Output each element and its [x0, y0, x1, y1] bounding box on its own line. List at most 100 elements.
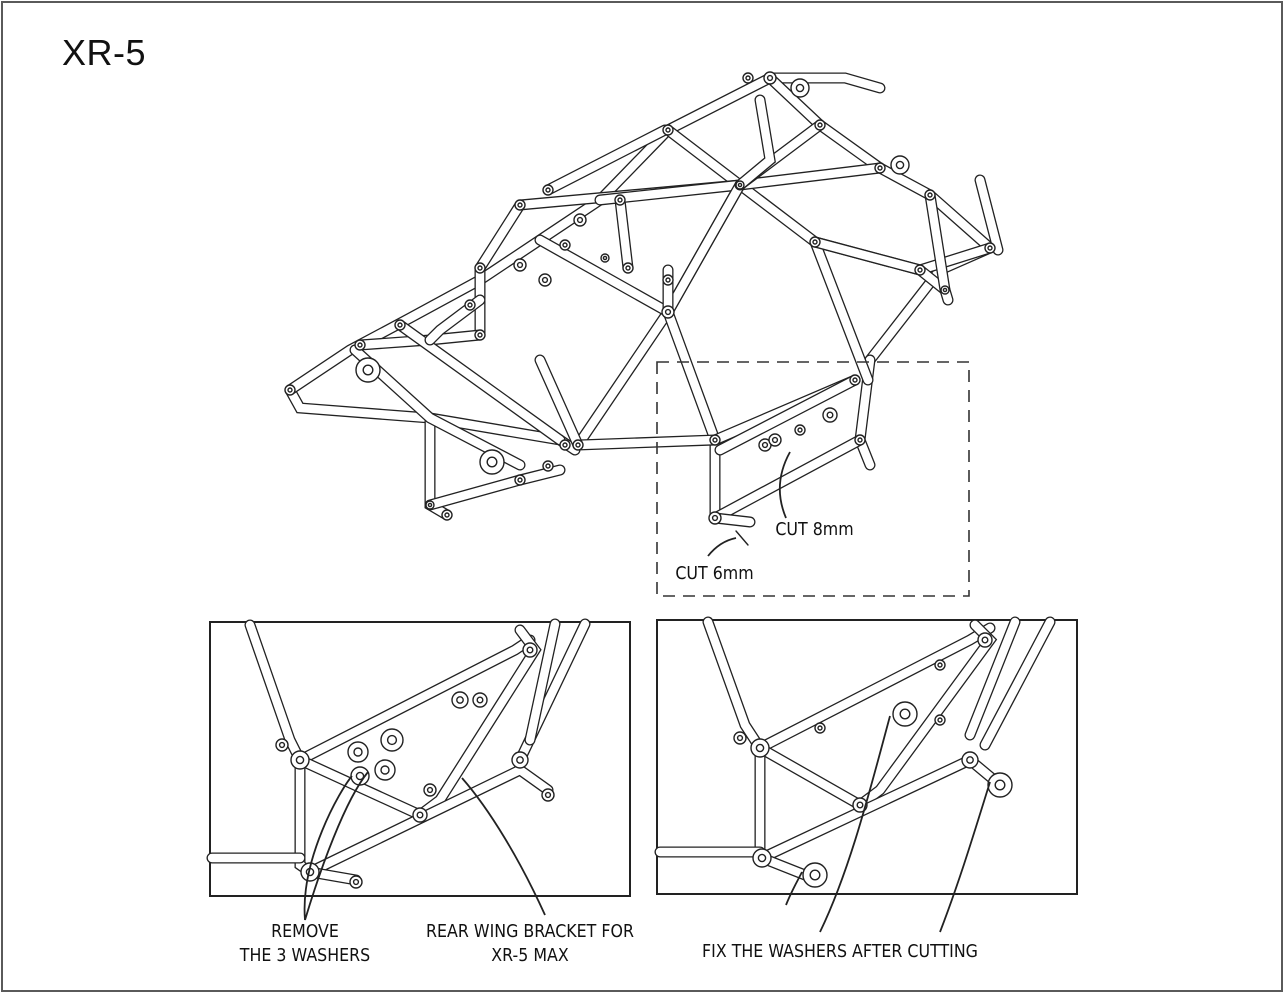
chassis-joint-44-bolt [562, 242, 568, 248]
detail-left-joint-5-bolt [544, 791, 552, 799]
chassis-tube-14-inner [810, 237, 873, 385]
chassis-joint-19-bolt [545, 187, 551, 193]
chassis-joint-18-bolt [711, 514, 719, 522]
chassis-joint-39-bolt [797, 427, 803, 433]
chassis-joint-43-bolt [576, 216, 584, 224]
chassis-joint-1-bolt [745, 75, 751, 81]
detail-left-joint-1-bolt [295, 755, 305, 765]
detail-right-tube-7-inner [980, 617, 1055, 750]
chassis-joint-9-bolt [737, 182, 743, 188]
chassis-joint-34-bolt [562, 442, 568, 448]
chassis-tube-8-inner [543, 125, 670, 195]
detail-right-joint-6-bolt [994, 779, 1006, 791]
fix-leader-1 [785, 871, 803, 906]
detail-left-joint-13-bolt [352, 878, 360, 886]
chassis-joint-20-bolt [517, 202, 523, 208]
remove-leader-1 [304, 771, 369, 921]
chassis-frame-drawing [284, 71, 1004, 528]
chassis-joint-2-bolt [795, 83, 805, 93]
detail-left-tube-6-inner [305, 765, 553, 877]
chassis-joint-35-bolt [602, 255, 608, 261]
detail-left-drawing [206, 618, 591, 889]
label-remove-line1: REMOVE [271, 921, 339, 942]
chassis-joint-3-bolt [665, 127, 671, 133]
detail-left-joint-6-bolt [353, 747, 363, 757]
detail-right-joint-8-bolt [937, 662, 943, 668]
chassis-tube-30-inner [715, 375, 860, 455]
detail-left-joint-0-bolt [526, 646, 534, 654]
detail-left-joint-8-bolt [355, 771, 365, 781]
chassis-joint-33-bolt [517, 477, 523, 483]
chassis-joint-40-bolt [826, 411, 834, 419]
detail-right-drawing [654, 616, 1056, 888]
chassis-tube-28-inner [735, 95, 775, 190]
chassis-joint-21-bolt [617, 197, 623, 203]
detail-left-tube-3-inner [295, 755, 425, 820]
chassis-joint-17-bolt [857, 437, 863, 443]
label-remove-line2: THE 3 WASHERS [239, 945, 371, 966]
chassis-joint-7-bolt [927, 192, 933, 198]
detail-left-joint-7-bolt [386, 734, 398, 746]
chassis-joint-23-bolt [477, 265, 483, 271]
chassis-joint-36-bolt [665, 277, 671, 283]
detail-right-tube-8-inner [965, 617, 1020, 740]
chassis-tube-31-inner [425, 295, 485, 345]
cut-8mm-leader [778, 451, 791, 519]
label-bracket-line1: REAR WING BRACKET FOR [426, 921, 634, 942]
detail-right-joint-0-bolt [981, 636, 989, 644]
chassis-joint-0-bolt [766, 74, 774, 82]
detail-right-tube-4-inner [755, 743, 767, 863]
detail-right-tube-2-inner [855, 620, 996, 810]
detail-region-dashed-box [656, 361, 970, 597]
chassis-tube-18-inner [710, 435, 865, 523]
detail-left-tube-2-inner [415, 625, 541, 820]
chassis-joint-45-bolt [467, 302, 473, 308]
chassis-joint-29-bolt [427, 502, 433, 508]
cut-6mm-mark [735, 530, 749, 546]
chassis-joint-27-bolt [397, 322, 403, 328]
chassis-joint-24-bolt [477, 332, 483, 338]
detail-right-joint-11-bolt [937, 717, 943, 723]
detail-left-joint-11-bolt [476, 696, 484, 704]
bracket-leader [461, 777, 546, 916]
chassis-joint-22-bolt [625, 265, 631, 271]
chassis-joint-30-bolt [444, 512, 450, 518]
chassis-joint-8-bolt [987, 245, 993, 251]
detail-left-joint-9-bolt [380, 765, 390, 775]
chassis-tube-16-inner [663, 307, 720, 523]
chassis-joint-32-bolt [545, 463, 551, 469]
chassis-joint-11-bolt [917, 267, 923, 273]
detail-right-joint-10-bolt [817, 725, 823, 731]
chassis-tube-11-inner [615, 195, 633, 273]
detail-right-joint-9-bolt [736, 734, 744, 742]
chassis-joint-12-bolt [942, 287, 948, 293]
chassis-joint-37-bolt [761, 441, 769, 449]
chassis-joint-15-bolt [712, 437, 718, 443]
chassis-joint-16-bolt [852, 377, 858, 383]
detail-right-joint-3-bolt [757, 853, 767, 863]
label-cut-6mm: CUT 6mm [675, 563, 754, 584]
chassis-tube-2-inner [765, 73, 885, 93]
model-title: XR-5 [62, 32, 147, 73]
detail-left-joint-2-bolt [416, 811, 424, 819]
detail-right-joint-5-bolt [899, 708, 911, 720]
chassis-tube-20-inner [425, 465, 565, 510]
chassis-joint-41-bolt [516, 261, 524, 269]
chassis-joint-5-bolt [877, 165, 883, 171]
detail-right-tube-3-inner [755, 743, 865, 810]
detail-right-joint-7-bolt [809, 869, 821, 881]
label-bracket-line2: XR-5 MAX [491, 945, 569, 966]
remove-leader-2 [303, 775, 353, 921]
chassis-tube-27-inner [535, 355, 583, 450]
chassis-joint-10-bolt [812, 239, 818, 245]
detail-left-joint-12-bolt [426, 786, 434, 794]
chassis-joint-4-bolt [817, 122, 823, 128]
chassis-joint-6-bolt [895, 160, 905, 170]
chassis-joint-25-bolt [287, 387, 293, 393]
cut-6mm-leader [707, 537, 737, 557]
detail-left-tube-8-inner [525, 619, 560, 745]
label-cut-8mm: CUT 8mm [775, 519, 854, 540]
chassis-joint-28-bolt [362, 364, 374, 376]
detail-right-joint-2-bolt [856, 801, 864, 809]
